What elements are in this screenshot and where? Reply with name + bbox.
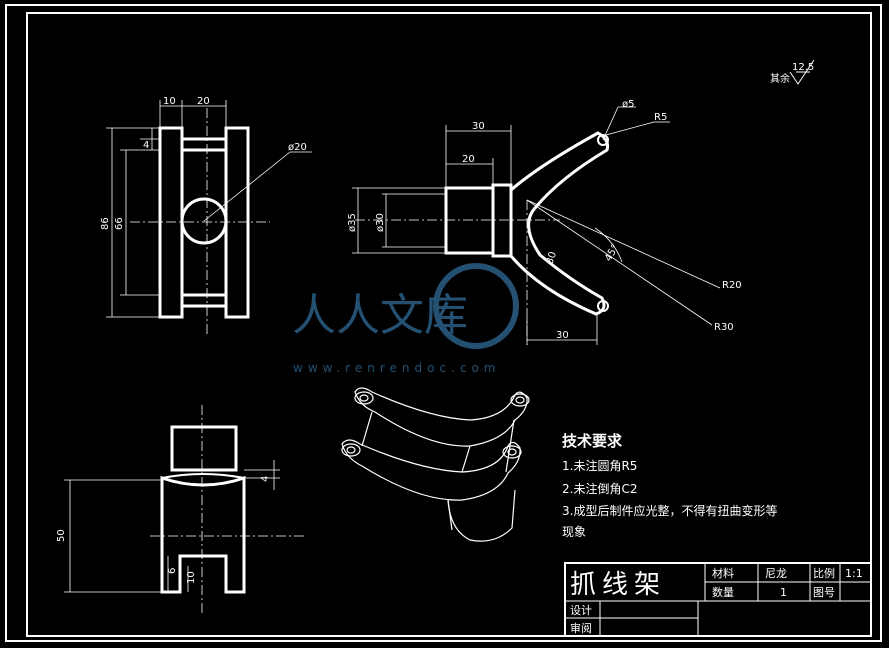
dim-side-4: 4 bbox=[260, 476, 271, 482]
dim-top-66: 66 bbox=[114, 217, 125, 230]
inner-border bbox=[26, 12, 872, 637]
dim-front-d35: ø35 bbox=[347, 213, 358, 232]
quantity-value: 1 bbox=[780, 586, 787, 599]
roughness-label: 其余 bbox=[770, 72, 790, 85]
scale-value: 1:1 bbox=[845, 567, 863, 580]
designer-label: 设计 bbox=[570, 604, 592, 617]
part-name: 抓线架 bbox=[570, 570, 666, 600]
dim-top-d20: ø20 bbox=[288, 142, 307, 153]
dim-front-30-arm: 30 bbox=[544, 250, 559, 266]
material-value: 尼龙 bbox=[765, 567, 787, 580]
tech-req-title: 技术要求 bbox=[562, 432, 623, 450]
material-label: 材料 bbox=[712, 566, 734, 580]
tech-req-item-1: 1.未注圆角R5 bbox=[562, 458, 637, 473]
dim-front-30-bottom: 30 bbox=[556, 330, 569, 341]
roughness-symbol: 其余 12.5 bbox=[770, 59, 815, 85]
watermark-url: www.renrendoc.com bbox=[293, 361, 500, 375]
watermark: 人人文库 www.renrendoc.com bbox=[292, 263, 519, 375]
dim-top-4: 4 bbox=[143, 140, 149, 151]
front-view bbox=[352, 106, 721, 345]
dim-side-10: 10 bbox=[186, 571, 197, 584]
dim-front-30-top: 30 bbox=[472, 121, 485, 132]
dim-top-20: 20 bbox=[197, 96, 210, 107]
reviewer-label: 审阅 bbox=[570, 621, 592, 635]
dim-front-r5: R5 bbox=[654, 112, 667, 123]
dim-side-6: 6 bbox=[167, 568, 178, 574]
roughness-value: 12.5 bbox=[792, 62, 814, 73]
watermark-text: 人人文库 bbox=[292, 290, 468, 341]
isometric-view bbox=[341, 387, 530, 542]
dim-front-r20: R20 bbox=[722, 280, 742, 291]
drawing-no-label: 图号 bbox=[813, 586, 835, 599]
dim-front-r30: R30 bbox=[714, 322, 734, 333]
tech-requirements: 技术要求 1.未注圆角R5 2.未注倒角C2 3.成型后制件应光整，不得有扭曲变… bbox=[562, 432, 777, 539]
dim-top-86: 86 bbox=[100, 217, 111, 230]
dim-top-10: 10 bbox=[163, 96, 176, 107]
outer-border bbox=[5, 4, 882, 642]
side-view bbox=[64, 405, 305, 615]
tech-req-item-2: 2.未注倒角C2 bbox=[562, 481, 637, 496]
tech-req-item-3: 3.成型后制件应光整，不得有扭曲变形等 bbox=[562, 503, 777, 518]
quantity-label: 数量 bbox=[712, 586, 734, 599]
dim-side-50: 50 bbox=[56, 529, 67, 542]
dim-front-20: 20 bbox=[462, 154, 475, 165]
dim-front-d30: ø30 bbox=[375, 213, 386, 232]
scale-label: 比例 bbox=[813, 566, 835, 580]
title-block bbox=[564, 562, 872, 637]
tech-req-item-4: 现象 bbox=[562, 525, 586, 539]
dim-front-d5: ø5 bbox=[622, 99, 634, 110]
top-view bbox=[106, 100, 312, 335]
